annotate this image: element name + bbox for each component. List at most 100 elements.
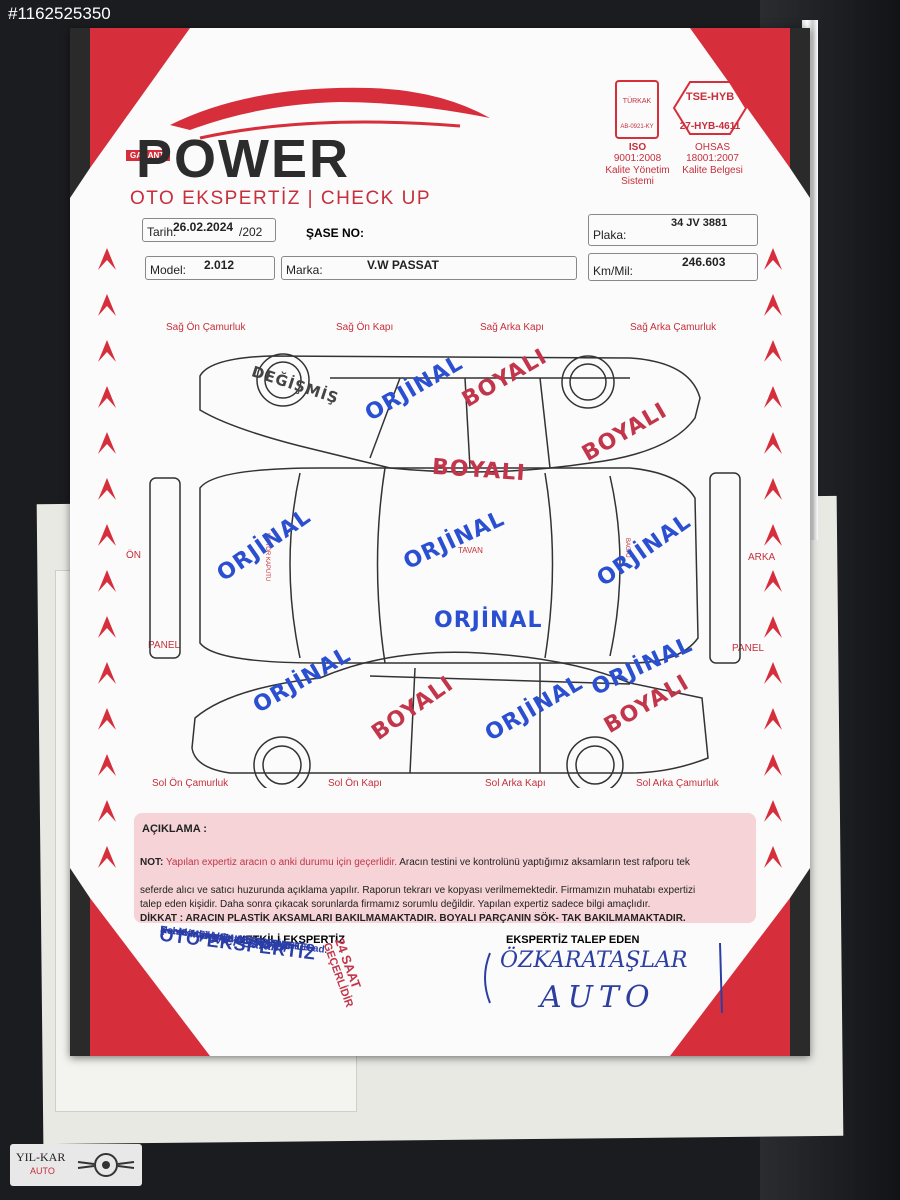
garanti-tag: GARANTİ xyxy=(126,150,171,161)
border-chevron xyxy=(98,478,116,500)
border-chevron xyxy=(764,570,782,592)
border-chevron xyxy=(98,432,116,454)
border-chevron xyxy=(98,662,116,684)
brand-label: Marka: xyxy=(286,263,323,277)
note-red-text: Yapılan expertiz aracın o anki durumu iç… xyxy=(165,857,397,868)
signature-bracket xyxy=(484,942,723,1014)
tse-label: TSE-HYB xyxy=(685,91,735,103)
ohsas-title: OHSAS xyxy=(694,142,730,153)
subtitle-sep: | xyxy=(307,188,315,209)
listing-id: #1162525350 xyxy=(8,4,111,23)
subtitle-right: CHECK UP xyxy=(320,188,432,209)
dikkat-line: DİKKAT : ARACIN PLASTİK AKSAMLARI BAKILM… xyxy=(140,913,686,924)
report-border xyxy=(70,28,810,1056)
aciklama-label: AÇIKLAMA : xyxy=(142,823,207,835)
part-left-front-fender: Sol Ön Çamurluk xyxy=(152,778,229,789)
border-chevron xyxy=(764,846,782,868)
chassis-label: ŞASE NO: xyxy=(306,226,365,240)
border-chevron xyxy=(764,294,782,316)
km-value: 246.603 xyxy=(682,255,726,269)
date-value: 26.02.2024 xyxy=(173,220,234,234)
border-chevron xyxy=(98,754,116,776)
stamp-orjinal-left-roofline: ORJİNAL xyxy=(434,608,543,633)
brand-field: Marka: V.W PASSAT xyxy=(281,256,577,280)
turkak-badge: TÜRKAK AB-0921-KY xyxy=(615,80,659,139)
note-line-1-rest: Aracın testini ve kontrolünü yaptığımız … xyxy=(399,857,690,868)
border-chevron xyxy=(764,616,782,638)
dealer-logo: YIL-KAR AUTO xyxy=(10,1144,142,1186)
handwritten-dealer: ÖZKARATAŞLAR xyxy=(500,948,688,973)
model-field: Model: 2.012 xyxy=(145,256,275,280)
subtitle-left: OTO EKSPERTİZ xyxy=(130,188,301,209)
part-roof: TAVAN xyxy=(458,546,483,555)
tse-code: 27-HYB-4611 xyxy=(679,121,741,132)
note-line-2: seferde alıcı ve satıcı huzurunda açıkla… xyxy=(140,885,696,896)
iso-number: 9001:2008 xyxy=(613,153,662,164)
part-front-panel: PANEL xyxy=(148,640,181,651)
border-chevron xyxy=(98,340,116,362)
note-label: NOT: xyxy=(140,857,164,868)
ohsas-desc: Kalite Belgesi xyxy=(682,165,743,176)
km-label: Km/Mil: xyxy=(593,264,633,278)
part-left-rear-door: Sol Arka Kapı xyxy=(485,778,546,789)
wheel-wings-icon xyxy=(77,1153,135,1177)
part-rear-panel: PANEL xyxy=(732,643,765,654)
part-right-front-fender: Sağ Ön Çamurluk xyxy=(166,322,246,333)
plate-value: 34 JV 3881 xyxy=(671,217,728,229)
turkak-label: TÜRKAK xyxy=(622,98,652,105)
requester-label: EKSPERTİZ TALEP EDEN xyxy=(506,934,640,946)
turkak-code: AB-0921-KY xyxy=(620,124,654,130)
border-chevron xyxy=(98,570,116,592)
border-chevron xyxy=(764,340,782,362)
date-field: Tarih: 26.02.2024 /202 xyxy=(142,218,276,242)
part-right-rear-door: Sağ Arka Kapı xyxy=(480,322,544,333)
border-chevron xyxy=(98,800,116,822)
iso-desc-1: Kalite Yönetim xyxy=(605,165,670,176)
authorized-label: YETKİLİ EKSPERTİZ xyxy=(238,934,345,946)
border-chevron xyxy=(764,754,782,776)
border-chevron xyxy=(98,294,116,316)
dealer-name: YIL-KAR xyxy=(16,1150,66,1164)
dealer-sub: AUTO xyxy=(30,1166,55,1176)
border-chevron xyxy=(98,524,116,546)
model-label: Model: xyxy=(150,263,187,277)
border-chevron xyxy=(764,478,782,500)
date-tail: /202 xyxy=(239,225,263,239)
part-right-front-door: Sağ Ön Kapı xyxy=(336,322,394,333)
plate-label: Plaka: xyxy=(593,228,627,242)
km-field: Km/Mil: 246.603 xyxy=(588,253,758,281)
border-chevron xyxy=(98,248,116,270)
brand-subtitle: OTO EKSPERTİZ | CHECK UP xyxy=(130,188,431,210)
car-diagram xyxy=(149,353,741,788)
brand-name: POWER xyxy=(136,129,351,189)
tse-badge-icon xyxy=(672,81,748,135)
part-left-rear-fender: Sol Arka Çamurluk xyxy=(636,778,719,789)
border-chevron xyxy=(98,386,116,408)
border-chevron xyxy=(98,708,116,730)
border-chevron xyxy=(764,248,782,270)
handwritten-auto: AUTO xyxy=(540,980,656,1015)
model-value: 2.012 xyxy=(204,258,235,272)
iso-desc-2: Sistemi xyxy=(621,176,654,187)
part-left-front-door: Sol Ön Kapı xyxy=(328,778,382,789)
brand-value: V.W PASSAT xyxy=(367,258,439,272)
note-line-3: talep eden kişidir. Daha sonra çıkacak s… xyxy=(140,899,651,910)
part-right-rear-fender: Sağ Arka Çamurluk xyxy=(630,322,717,333)
part-front: ÖN xyxy=(126,550,141,561)
note-line-1: NOT: Yapılan expertiz aracın o anki duru… xyxy=(140,856,760,870)
border-chevron xyxy=(764,662,782,684)
border-chevron xyxy=(764,708,782,730)
part-rear: ARKA xyxy=(748,552,776,563)
border-chevron xyxy=(98,616,116,638)
border-chevron xyxy=(764,524,782,546)
notes-box xyxy=(134,813,756,923)
date-label: Tarih: xyxy=(147,225,177,239)
plate-field: Plaka: 34 JV 3881 xyxy=(588,214,758,246)
border-chevron xyxy=(764,386,782,408)
border-chevron xyxy=(764,432,782,454)
ohsas-number: 18001:2007 xyxy=(686,153,739,164)
border-chevron xyxy=(98,846,116,868)
border-chevron xyxy=(764,800,782,822)
car-logo-icon xyxy=(170,87,490,140)
iso-title: ISO xyxy=(628,142,647,153)
